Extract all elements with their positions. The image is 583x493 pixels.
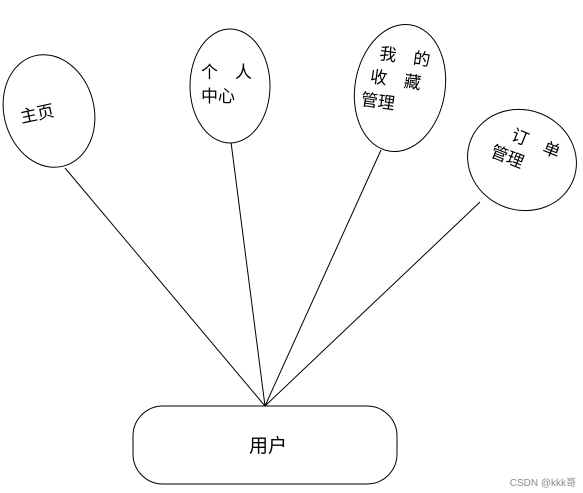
node-my-favorites: 我 的 收 藏 管理 [353, 23, 447, 153]
node-personal-center-line: 中心 [201, 87, 235, 107]
connectors [64, 141, 481, 407]
connector-order-management [264, 201, 481, 407]
node-my-favorites-line: 管理 [360, 90, 396, 115]
root-user-shape [132, 405, 398, 485]
connector-personal-center [230, 141, 266, 407]
connector-home [64, 167, 266, 407]
node-personal-center-line: 个 人 [201, 63, 252, 83]
node-order-management-shape [467, 108, 577, 212]
root-user-label: 用户 [249, 435, 287, 457]
node-order-management: 订 单 管理 [467, 108, 577, 212]
connector-my-favorites [264, 149, 382, 407]
node-home: 主页 [2, 54, 96, 168]
node-personal-center-shape [189, 28, 271, 144]
root-user: 用户 [132, 405, 398, 485]
node-my-favorites-shape [353, 23, 447, 153]
node-home-shape [2, 54, 96, 168]
watermark-text: CSDN @kkk哥 [510, 477, 576, 489]
node-personal-center-label: 个 人 中心 [201, 63, 257, 107]
node-personal-center: 个 人 中心 [189, 28, 271, 144]
